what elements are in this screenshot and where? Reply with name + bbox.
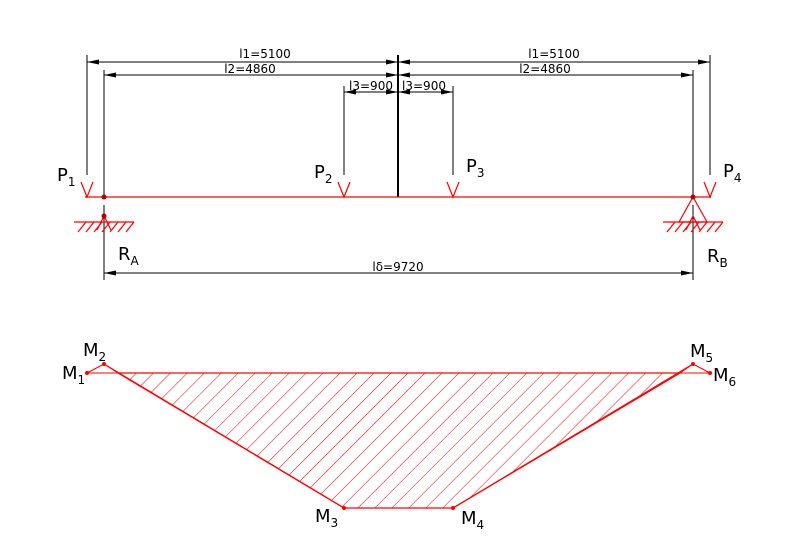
dimension-lines [86, 55, 711, 280]
moment-diagram [86, 363, 711, 509]
support-b [663, 195, 724, 233]
point-m5 [691, 362, 695, 366]
label-p3: P3 [466, 156, 485, 180]
label-rb: RB [707, 246, 728, 270]
label-m3: M3 [315, 506, 338, 530]
label-m4: M4 [461, 508, 484, 532]
moment-hatched-area [115, 372, 683, 509]
dim-l3-right: l3=900 [402, 79, 446, 93]
point-m4 [451, 506, 455, 510]
load-p1-arrow [80, 181, 94, 199]
dim-l1-right: l1=5100 [528, 47, 580, 61]
label-m6: M6 [713, 365, 736, 389]
point-m2 [102, 362, 106, 366]
load-p2-arrow [337, 181, 351, 199]
point-m1 [85, 371, 89, 375]
point-m6 [708, 371, 712, 375]
label-p1: P1 [57, 165, 76, 189]
load-p3-arrow [446, 181, 460, 199]
moment-points [85, 362, 712, 510]
beam-group [74, 181, 724, 233]
dim-span: lδ=9720 [372, 260, 423, 274]
dimension-arrowheads [87, 59, 710, 276]
moment-left-tip [86, 363, 120, 374]
point-m3 [342, 506, 346, 510]
dim-l3-left: l3=900 [349, 79, 393, 93]
dim-l1-left: l1=5100 [239, 47, 291, 61]
load-p4-arrow [703, 181, 717, 199]
label-m1: M1 [62, 363, 85, 387]
label-p4: P4 [723, 161, 742, 185]
dim-l2-right: l2=4860 [519, 62, 571, 76]
label-m2: M2 [83, 340, 106, 364]
support-a [74, 214, 135, 233]
label-m5: M5 [690, 341, 713, 365]
label-ra: RA [118, 244, 140, 268]
label-p2: P2 [314, 162, 333, 186]
dim-l2-left: l2=4860 [224, 62, 276, 76]
support-dots [101, 194, 696, 219]
